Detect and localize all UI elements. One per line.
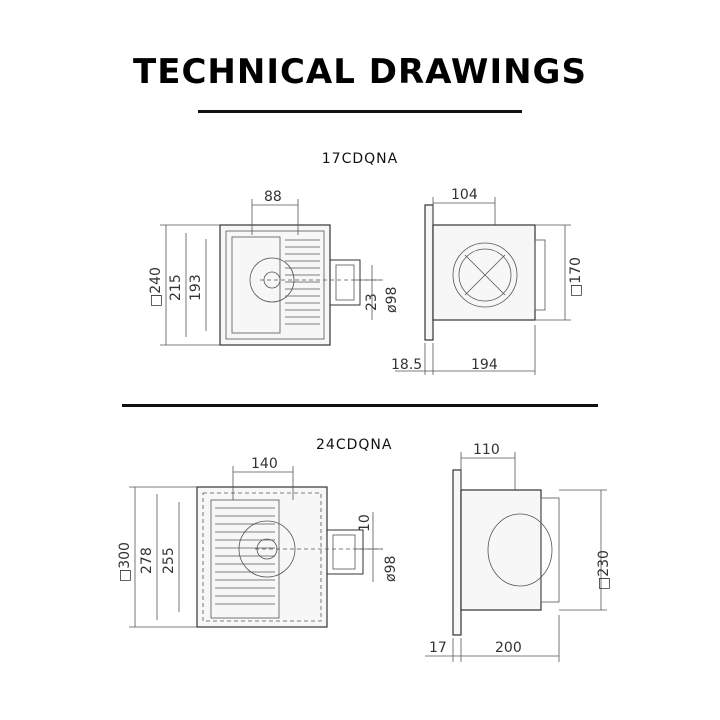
dim-height: □230 [596,550,612,590]
front-view-drawing-24cdqna: 140 □300 278 255 10 ø98 [117,456,399,628]
duct-opening [487,513,553,587]
side-view-drawing-17cdqna: 104 □170 18.5 194 [391,187,584,375]
dim-inner: 193 [188,274,204,301]
title-underline [198,110,522,113]
dim-depth: 200 [495,640,522,656]
section-divider [122,404,598,407]
dim-inner: 255 [161,547,177,574]
grille-lines [215,507,275,605]
dim-flange: 17 [429,640,447,656]
dim-width-top: 88 [264,189,282,205]
dim-depth-top: 110 [473,442,500,458]
grille-lines [285,239,320,325]
dim-outer: □240 [148,267,164,307]
duct-opening [452,242,518,308]
dim-height: □170 [568,257,584,297]
dim-duct: ø98 [384,287,400,313]
fan-wheel [249,257,295,303]
dim-flange: 18.5 [391,357,422,373]
side-view-drawing-24cdqna: 110 □230 17 200 [425,442,612,662]
dim-mid: 215 [168,274,184,301]
dim-width-top: 140 [251,456,278,472]
model-name-24cdqna: 24CDQNA [316,437,393,453]
dim-depth-top: 104 [451,187,478,203]
dim-outer: □300 [117,542,133,582]
front-view-drawing-17cdqna: 88 □240 215 193 23 ø98 [148,189,400,346]
model-name-17cdqna: 17CDQNA [321,151,399,167]
dim-depth: 194 [471,357,498,373]
dim-mid: 278 [139,547,155,574]
dim-offset: 10 [357,514,373,532]
fan-wheel [238,520,296,578]
dim-duct: ø98 [383,556,399,582]
page-title: TECHNICAL DRAWINGS [133,52,587,92]
dim-offset: 23 [364,293,380,311]
